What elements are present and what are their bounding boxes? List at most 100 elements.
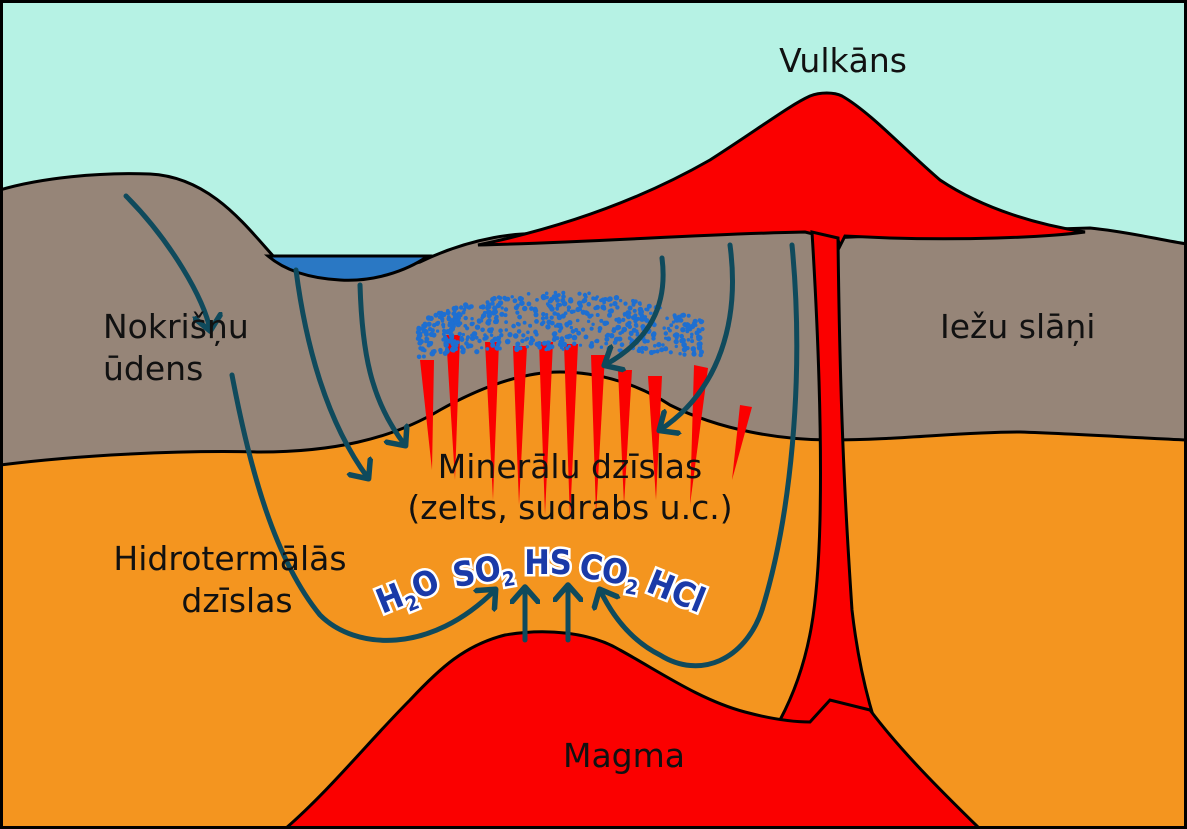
rain-water-label-line2: ūdens: [103, 349, 203, 388]
precipitate-dot: [646, 303, 652, 309]
precipitate-dot: [561, 294, 566, 299]
precipitate-dot: [594, 339, 598, 343]
volcano-cone: [477, 91, 1086, 250]
precipitate-dot: [682, 352, 687, 357]
precipitate-dot: [602, 306, 607, 311]
precipitate-dot: [469, 304, 474, 309]
precipitate-dot: [599, 345, 604, 349]
precipitate-dot: [519, 296, 525, 301]
precipitate-dot: [572, 341, 577, 346]
precipitate-dot: [460, 349, 466, 355]
precipitate-dot: [665, 316, 669, 321]
precipitate-dot: [491, 296, 497, 301]
precipitate-dot: [540, 293, 547, 300]
precipitate-dot: [487, 304, 492, 310]
flow-arrow: [600, 242, 800, 669]
precipitate-dot: [482, 310, 487, 315]
precipitate-dot: [552, 331, 558, 337]
vein: [446, 335, 460, 480]
precipitate-dot: [663, 346, 669, 352]
precipitate-dot: [615, 325, 620, 331]
precipitate-dot: [578, 304, 583, 309]
precipitate-dot: [570, 329, 576, 334]
flow-arrow: [123, 193, 210, 330]
precipitate-dot: [486, 312, 492, 319]
precipitate-dot: [545, 295, 549, 300]
precipitate-dot: [637, 301, 642, 306]
precipitate-dot: [431, 349, 437, 354]
precipitate-dot: [497, 300, 504, 306]
precipitate-dot: [604, 341, 609, 346]
precipitate-dot: [553, 290, 558, 295]
precipitate-dot: [548, 298, 553, 304]
precipitate-dot: [490, 342, 496, 348]
precipitate-dot: [633, 313, 638, 318]
vein: [564, 344, 578, 520]
precipitate-dot: [689, 335, 694, 339]
precipitate-dot: [551, 294, 558, 300]
precipitate-dot: [480, 316, 485, 320]
precipitate-dot: [642, 338, 648, 344]
precipitate-dot: [553, 324, 558, 328]
precipitate-dot: [542, 340, 547, 346]
precipitate-dot: [453, 314, 458, 319]
precipitate-dot: [463, 324, 468, 328]
precipitate-dot: [528, 323, 533, 328]
precipitate-dot: [666, 336, 672, 342]
precipitate-dot: [612, 340, 618, 345]
precipitate-dot: [461, 332, 465, 337]
precipitate-dot: [539, 321, 545, 327]
precipitate-dot: [566, 305, 572, 310]
precipitate-dot: [558, 339, 564, 345]
precipitate-dot: [697, 344, 703, 349]
precipitate-dot: [533, 308, 539, 314]
precipitate-dot: [470, 317, 474, 321]
precipitate-dot: [541, 312, 546, 317]
precipitate-dot: [680, 313, 685, 318]
precipitate-dot: [599, 318, 604, 323]
precipitate-dot: [445, 310, 451, 316]
precipitate-dot: [448, 328, 454, 334]
precipitate-dot: [426, 321, 432, 327]
precipitate-dot: [442, 331, 446, 335]
precipitate-dot: [453, 318, 459, 324]
precipitate-dot: [595, 295, 599, 299]
precipitate-dot: [586, 319, 591, 324]
precipitate-dot: [625, 313, 632, 320]
precipitate-dot: [635, 333, 639, 337]
hydrothermal-veins-label-line1: Hidrotermālās: [113, 539, 346, 578]
precipitate-dot: [656, 342, 662, 348]
precipitate-dot: [557, 315, 562, 321]
precipitate-dot: [422, 321, 428, 327]
precipitate-dot: [496, 335, 501, 341]
precipitate-dot: [649, 311, 653, 315]
precipitate-dot: [464, 341, 469, 346]
precipitate-dot: [549, 306, 555, 312]
precipitate-dot: [427, 327, 433, 332]
precipitate-dot: [580, 309, 586, 315]
precipitate-dot: [697, 318, 702, 323]
vein: [618, 370, 632, 505]
precipitate-dot: [638, 310, 644, 316]
precipitate-dot: [686, 338, 691, 342]
volcano-label: Vulkāns: [779, 41, 907, 80]
precipitate-dot: [545, 324, 551, 330]
precipitate-dot: [424, 329, 429, 334]
precipitate-dot: [457, 331, 462, 337]
precipitate-dot: [633, 322, 639, 328]
precipitate-dot: [462, 307, 467, 312]
precipitate-dot: [565, 346, 569, 351]
precipitate-dot: [619, 342, 625, 348]
lake: [263, 254, 433, 282]
precipitate-dot: [690, 339, 695, 344]
precipitate-dot: [678, 318, 684, 323]
precipitate-dot: [463, 315, 468, 321]
precipitate-dot: [459, 305, 464, 310]
precipitate-dot: [668, 350, 673, 355]
precipitate-dot: [471, 321, 475, 326]
precipitate-dot: [489, 327, 494, 332]
precipitate-dot: [544, 315, 549, 320]
precipitate-dot: [534, 332, 539, 337]
precipitate-dot: [575, 318, 580, 323]
precipitate-dot: [459, 335, 464, 340]
